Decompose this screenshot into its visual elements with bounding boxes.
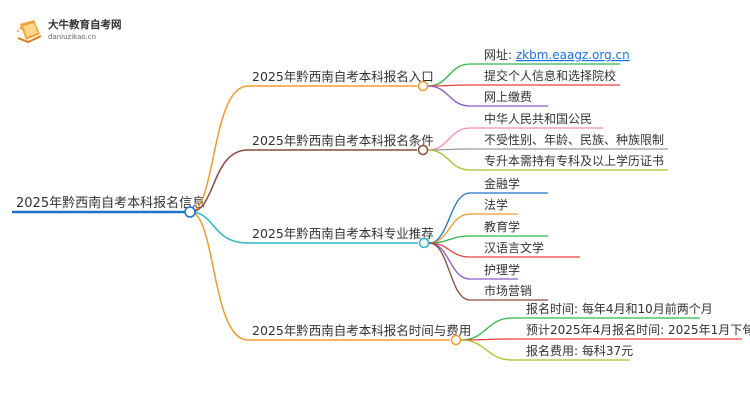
registration-url-link[interactable]: zkbm.eaagz.org.cn	[516, 48, 630, 62]
leaf-label: 报名费用: 每科37元	[526, 343, 633, 358]
branch-connector	[189, 211, 249, 341]
leaf-label[interactable]: 网址: zkbm.eaagz.org.cn	[484, 48, 630, 62]
leaf-label: 金融学	[484, 176, 520, 191]
branch-node	[417, 80, 429, 92]
branch-node	[417, 144, 429, 156]
leaf-connector	[427, 149, 471, 171]
root-topic: 2025年黔西南自考本科报名信息	[16, 195, 205, 211]
leaf-label: 教育学	[484, 219, 520, 234]
branch-label: 2025年黔西南自考本科报名入口	[252, 69, 434, 84]
leaf-connector	[460, 339, 513, 361]
branch-2: 2025年黔西南自考本科报名条件 中华人民共和国公民不受性别、年龄、民族、种族限制…	[189, 111, 668, 213]
branch-label: 2025年黔西南自考本科报名条件	[252, 133, 434, 148]
leaf-connector	[428, 242, 471, 301]
leaf-connector	[428, 242, 471, 280]
brand-name: 大牛教育自考网	[48, 19, 122, 32]
branch-node	[450, 334, 462, 346]
leaf-label: 法学	[484, 197, 508, 212]
brand-domain: daniuzikao.cn	[48, 32, 97, 41]
leaf-connector	[427, 63, 471, 87]
branch-connector	[189, 149, 249, 213]
branch-1: 2025年黔西南自考本科报名入口 网址: zkbm.eaagz.org.cn 提交个…	[189, 48, 630, 213]
leaf-connector	[427, 127, 471, 151]
leaf-label: 护理学	[484, 262, 520, 277]
leaf-label: 提交个人信息和选择院校	[484, 68, 616, 83]
leaf-label: 汉语言文学	[484, 240, 544, 255]
branch-node	[418, 237, 430, 249]
branch-connector	[189, 85, 249, 213]
branch-label: 2025年黔西南自考本科报名时间与费用	[252, 323, 471, 338]
branch-connector	[189, 211, 249, 244]
leaf-connector	[427, 85, 471, 107]
book-logo-icon	[17, 20, 42, 44]
leaf-label: 网上缴费	[484, 89, 532, 104]
leaf-label: 报名时间: 每年4月和10月前两个月	[526, 301, 713, 316]
branch-label: 2025年黔西南自考本科专业推荐	[252, 226, 434, 241]
branch-4: 2025年黔西南自考本科报名时间与费用 报名时间: 每年4月和10月前两个月预计2…	[189, 211, 750, 361]
leaf-label: 市场营销	[484, 283, 532, 298]
brand-logo: 大牛教育自考网 daniuzikao.cn	[14, 16, 122, 46]
leaf-label: 预计2025年4月报名时间: 2025年1月下旬	[526, 322, 750, 337]
leaf-label: 不受性别、年龄、民族、种族限制	[484, 133, 664, 147]
leaf-label: 中华人民共和国公民	[484, 111, 592, 126]
leaf-connector	[428, 192, 471, 244]
leaf-label: 专升本需持有专科及以上学历证书	[484, 153, 664, 168]
root-node	[184, 206, 196, 218]
